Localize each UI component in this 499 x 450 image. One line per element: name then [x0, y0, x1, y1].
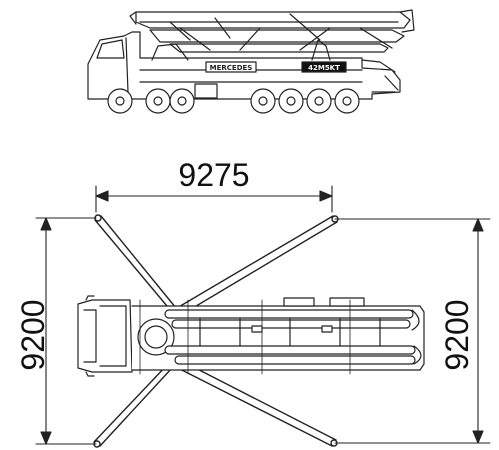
boom-pack	[129, 9, 415, 53]
truck-side-view	[87, 9, 415, 114]
model-badge-box	[301, 61, 347, 73]
brand-plate	[205, 61, 257, 73]
boom-top	[164, 297, 422, 365]
side-tank	[194, 83, 218, 99]
dimension-height-right	[334, 218, 491, 444]
height-label-left: 9200	[15, 299, 51, 370]
width-label: 9275	[178, 157, 249, 193]
cab-top	[77, 299, 133, 373]
dimension-width	[95, 185, 333, 213]
brand-plate-text: MERCEDES	[210, 64, 253, 72]
height-label-right: 9200	[439, 299, 475, 370]
truck-top-view	[77, 295, 425, 377]
turret	[137, 318, 175, 356]
model-badge-text: 42M5KT	[308, 64, 340, 72]
dimension-height-left	[35, 217, 97, 445]
wheels-side	[107, 88, 360, 114]
cab-window	[96, 39, 125, 59]
